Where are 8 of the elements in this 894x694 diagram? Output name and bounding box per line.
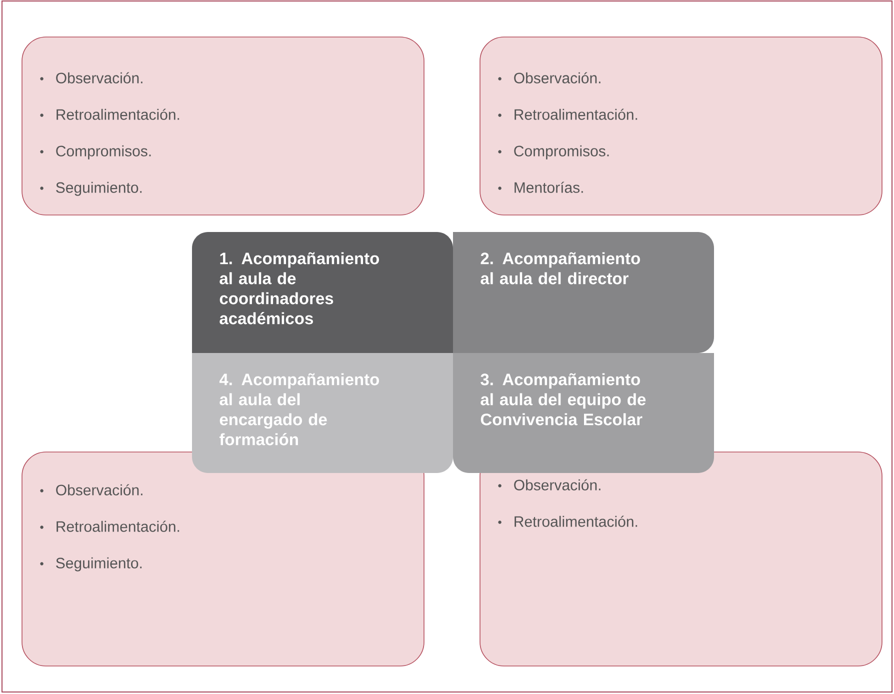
list-box: Observación. Retroalimentación. Seguimiento. [22, 452, 424, 666]
quadrant-box: 3. Acompañamiento al aula del equipo de Convivencia Escolar [453, 353, 714, 473]
list-box: Observación. Retroalimentación. Compromisos. Seguimiento. [22, 36, 424, 216]
quadrant-box: 1. Acompañamiento al aula de coordinadores académicos [192, 232, 453, 353]
quadrant-box: 4. Acompañamiento al aula del encargado de formación [192, 353, 453, 473]
list-box: Observación. Retroalimentación. Compromisos. Mentorías. [480, 36, 882, 216]
quadrant-box: 2. Acompañamiento al aula del director [453, 232, 714, 353]
list-box: Observación. Retroalimentación. [480, 452, 882, 666]
